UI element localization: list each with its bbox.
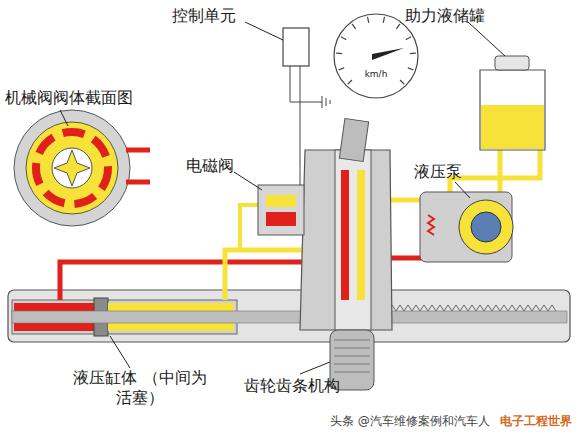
leader-line [60, 110, 68, 126]
leader-line [245, 22, 283, 40]
red-pressure-line [60, 262, 330, 300]
leader-line [300, 362, 330, 374]
rack-teeth [380, 305, 556, 311]
dial-tick [339, 68, 345, 70]
reservoir-fluid [481, 105, 544, 149]
rack-rod [12, 311, 567, 323]
dial-needle [372, 48, 404, 60]
pump-rotor [471, 212, 501, 242]
steering-shaft [339, 119, 368, 162]
dial-tick [367, 17, 368, 23]
valve-spool [335, 150, 371, 330]
solenoid-body [258, 185, 304, 235]
solenoid-red [266, 212, 296, 226]
section-red-ring [36, 132, 108, 204]
leader-line [455, 182, 470, 198]
part-label: 助力液储罐 [405, 6, 485, 26]
dial-circle [334, 14, 418, 98]
valve-housing [300, 150, 392, 330]
dial-tick [396, 24, 400, 29]
part-label: 电磁阀 [186, 156, 234, 176]
part-label: 机械阀阀体截面图 [5, 88, 133, 108]
dial-tick [352, 24, 356, 29]
part-label: 齿轮齿条机构 [244, 376, 340, 396]
pump-body [420, 192, 512, 262]
leader-line [234, 172, 262, 190]
ground-wire [290, 66, 322, 102]
reservoir [480, 70, 545, 150]
leader-line [468, 22, 505, 56]
pump-rotor-housing [459, 200, 513, 254]
unit-text: km/h [332, 69, 420, 79]
part-label: 液压泵 [414, 162, 462, 182]
watermark: 电子工程世界 [500, 414, 572, 429]
section-inner [52, 148, 92, 188]
ground-symbol [322, 96, 330, 108]
section-housing [14, 110, 130, 226]
solenoid-line [240, 205, 258, 250]
dial-outline [332, 12, 420, 100]
dial-tick [383, 17, 384, 23]
dial-tick [341, 37, 346, 40]
dial-tick [410, 53, 416, 55]
part-label: 液压缸体 （中间为活塞） [70, 368, 210, 408]
dial-tick [348, 80, 352, 84]
watermark: 头条 @汽车维修案例和汽车人 [330, 414, 490, 429]
pump-spring [428, 215, 434, 235]
part-label: 控制单元 [172, 6, 236, 26]
dial-tick [336, 53, 342, 55]
leader-line [110, 336, 130, 368]
dial-tick [400, 80, 404, 84]
dial-tick [408, 68, 414, 70]
reservoir-cap [495, 56, 529, 70]
rack-housing [8, 290, 570, 342]
speedometer-dial: km/h [332, 12, 420, 100]
section-star [54, 150, 90, 186]
dial-tick [406, 37, 411, 40]
valve-yellow-channel [357, 170, 365, 300]
section-ports [126, 150, 150, 182]
control-unit-box [283, 28, 309, 66]
section-outer [26, 122, 118, 214]
signal-wire [300, 66, 301, 185]
pinion-teeth [334, 340, 370, 372]
solenoid-core [266, 195, 296, 207]
valve-red-channel [341, 170, 349, 300]
supply-line [498, 150, 503, 192]
